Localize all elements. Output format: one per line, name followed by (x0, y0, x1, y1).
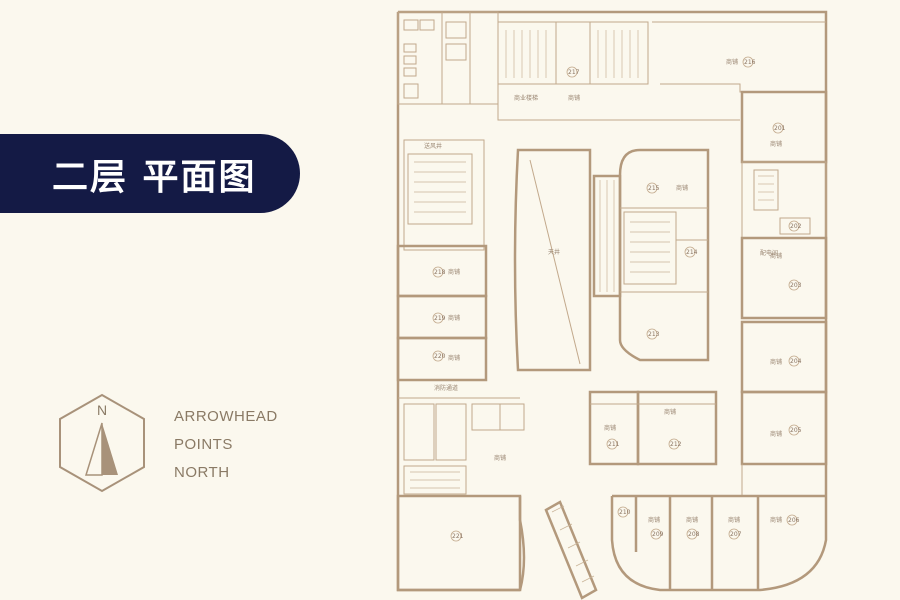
unit-badge-215 (646, 182, 658, 194)
unit-badge-207 (728, 528, 740, 540)
bottom-shops (612, 494, 826, 590)
unit-number: 216 (744, 59, 756, 66)
shop-label: 商铺 (726, 58, 738, 66)
shop-label: 商铺 (770, 140, 782, 148)
unit-number: 208 (688, 531, 700, 538)
unit-badge-217 (566, 66, 578, 78)
shop-label: 商铺 (448, 314, 460, 322)
unit-badge-205 (788, 424, 800, 436)
stair-label: 商业楼梯 (514, 94, 538, 102)
service-block (397, 11, 499, 105)
unit-badge-204 (788, 355, 800, 367)
unit-number: 215 (648, 185, 660, 192)
unit-badge-220 (432, 350, 444, 362)
shop-label: 商铺 (728, 516, 740, 524)
shop-label: 商铺 (448, 354, 460, 362)
unit-number: 206 (788, 517, 800, 524)
legend-line-2: POINTS (174, 436, 233, 453)
south-shops (588, 390, 718, 466)
left-column (396, 139, 525, 592)
unit-number: 203 (790, 282, 802, 289)
unit-number: 219 (434, 315, 446, 322)
unit-number: 201 (774, 125, 786, 132)
outlet-label: 送风井 (424, 142, 442, 150)
unit-number: 221 (452, 533, 464, 540)
compass-letter: N (97, 402, 107, 418)
shop-label: 商铺 (664, 408, 676, 416)
shop-label: 商铺 (604, 424, 616, 432)
compass-legend: ARROWHEAD POINTS NORTH (174, 403, 278, 487)
legend-line-1: ARROWHEAD (174, 408, 278, 425)
unit-badge-212 (668, 438, 680, 450)
shop-label: 商铺 (676, 184, 688, 192)
power-label: 配电间 (760, 249, 778, 257)
unit-number: 212 (670, 441, 682, 448)
unit-badge-218 (432, 266, 444, 278)
unit-number: 218 (434, 269, 446, 276)
arrow-right-half (102, 423, 118, 475)
unit-number: 210 (619, 509, 631, 516)
unit-badge-213 (646, 328, 658, 340)
compass-icon: N (59, 393, 145, 493)
unit-number: 205 (790, 427, 802, 434)
unit-badge-202 (788, 220, 800, 232)
unit-number: 204 (790, 358, 802, 365)
right-shops (740, 90, 828, 497)
unit-number: 202 (790, 223, 802, 230)
shop-label: 商铺 (568, 94, 580, 102)
atrium-label: 天井 (548, 248, 560, 256)
arrow-left-half (84, 422, 103, 476)
unit-number: 220 (434, 353, 446, 360)
unit-badge-211 (606, 438, 618, 450)
shop-label: 商铺 (448, 268, 460, 276)
unit-badges: 201 202 203 204 205 206 207 208 209 210 … (432, 56, 802, 542)
plan-labels: 天井 商铺 商铺 商铺 商铺 商铺 商铺 商铺 商铺 商铺 商铺 商铺 商铺 商… (424, 58, 782, 524)
unit-badge-221 (450, 530, 462, 542)
legend-line-3: NORTH (174, 464, 230, 481)
unit-number: 214 (686, 249, 698, 256)
corridor-label: 消防通道 (434, 384, 458, 392)
unit-number: 217 (568, 69, 580, 76)
shop-label: 商铺 (648, 516, 660, 524)
unit-badge-206 (786, 514, 798, 526)
unit-badge-209 (650, 528, 662, 540)
unit-badge-208 (686, 528, 698, 540)
title-banner: 二层 平面图 (0, 134, 300, 213)
unit-number: 207 (730, 531, 742, 538)
unit-badge-210 (617, 506, 629, 518)
page-title: 二层 平面图 (52, 157, 257, 198)
shop-label: 商铺 (686, 516, 698, 524)
atrium (513, 148, 622, 372)
escalator (544, 500, 598, 600)
unit-number: 213 (648, 331, 660, 338)
shop-label: 商铺 (770, 358, 782, 366)
unit-badge-219 (432, 312, 444, 324)
unit-badge-203 (788, 279, 800, 291)
shop-label: 商铺 (770, 430, 782, 438)
shop-label: 商铺 (770, 252, 782, 260)
top-stairs (497, 21, 826, 121)
unit-number: 211 (608, 441, 620, 448)
shop-label: 商铺 (770, 516, 782, 524)
center-block (618, 148, 710, 362)
unit-badge-216 (742, 56, 754, 68)
outer-walls (396, 10, 828, 592)
shop-label: 商铺 (494, 454, 506, 462)
unit-number: 209 (652, 531, 664, 538)
unit-badge-201 (772, 122, 784, 134)
unit-badge-214 (684, 246, 696, 258)
